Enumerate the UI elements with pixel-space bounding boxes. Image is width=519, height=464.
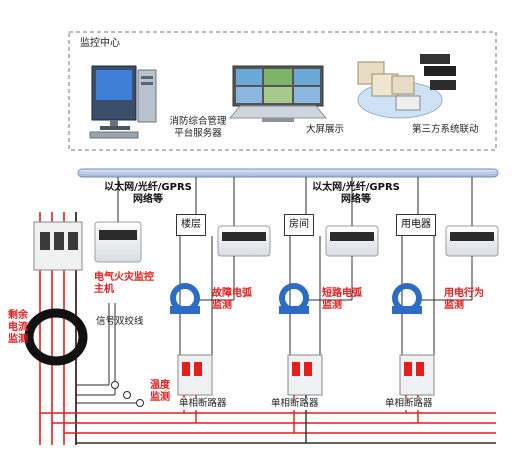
behavior-line2: 监测 xyxy=(444,300,464,311)
network-left-line1: 以太网/光纤/GPRS xyxy=(104,182,192,193)
short-arc-line2: 监测 xyxy=(322,300,342,311)
signal-twisted-pair xyxy=(76,303,140,404)
host-label-line1: 电气火灾监控 xyxy=(94,272,154,283)
zone-room-label: 房间 xyxy=(284,214,314,236)
server-computer-icon xyxy=(89,65,157,139)
short-arc-label: 短路电弧 监测 xyxy=(322,288,362,312)
residual-line1: 剩余 xyxy=(8,310,28,321)
network-label-left: 以太网/光纤/GPRS 网络等 xyxy=(98,182,198,206)
residual-current-label: 剩余 电流 监测 xyxy=(8,310,28,346)
breaker-label-1: 单相断路器 xyxy=(178,398,228,410)
fault-arc-line2: 监测 xyxy=(212,300,232,311)
temperature-sensor-icons xyxy=(111,381,144,407)
network-label-right: 以太网/光纤/GPRS 网络等 xyxy=(306,182,406,206)
host-label: 电气火灾监控 主机 xyxy=(94,272,154,296)
network-right-line1: 以太网/光纤/GPRS xyxy=(312,182,400,193)
bottom-feeders xyxy=(40,412,496,444)
zone-floor-label: 楼层 xyxy=(176,214,206,236)
network-bus xyxy=(77,168,499,178)
zone-room xyxy=(279,177,379,443)
server-label-line2: 平台服务器 xyxy=(174,128,222,139)
zone-floor xyxy=(170,177,271,423)
short-arc-line1: 短路电弧 xyxy=(322,288,362,299)
fault-arc-line1: 故障电弧 xyxy=(212,288,252,299)
signal-wire-label: 信号双绞线 xyxy=(96,316,144,327)
fault-arc-label: 故障电弧 监测 xyxy=(212,288,252,312)
zone-appliance-label: 用电器 xyxy=(396,214,436,236)
monitor-center-title: 监控中心 xyxy=(80,38,120,49)
temperature-line2: 监测 xyxy=(150,392,170,403)
behavior-line1: 用电行为 xyxy=(444,288,484,299)
zone-appliance xyxy=(392,177,499,423)
behavior-label: 用电行为 监测 xyxy=(444,288,484,312)
server-label-line1: 消防综合管理 xyxy=(169,116,227,127)
host-label-line2: 主机 xyxy=(94,284,114,295)
video-wall-label: 大屏展示 xyxy=(306,124,345,135)
server-label: 消防综合管理 平台服务器 xyxy=(158,116,238,140)
monitor-center-frame xyxy=(68,31,497,151)
residual-current-sensor-icon xyxy=(24,308,88,366)
residual-line2: 电流 xyxy=(8,322,28,333)
third-party-label: 第三方系统联动 xyxy=(412,124,479,135)
video-wall-icon xyxy=(228,65,328,122)
residual-line3: 监测 xyxy=(8,334,28,345)
main-breaker-icon xyxy=(33,221,83,271)
network-right-line2: 网络等 xyxy=(341,194,371,205)
breaker-label-3: 单相断路器 xyxy=(384,398,434,410)
temperature-label: 温度 监测 xyxy=(150,380,170,404)
third-party-system-icon xyxy=(357,54,456,119)
network-left-line2: 网络等 xyxy=(133,194,163,205)
temperature-line1: 温度 xyxy=(150,380,170,391)
monitor-host-device xyxy=(94,177,142,263)
breaker-label-2: 单相断路器 xyxy=(270,398,320,410)
